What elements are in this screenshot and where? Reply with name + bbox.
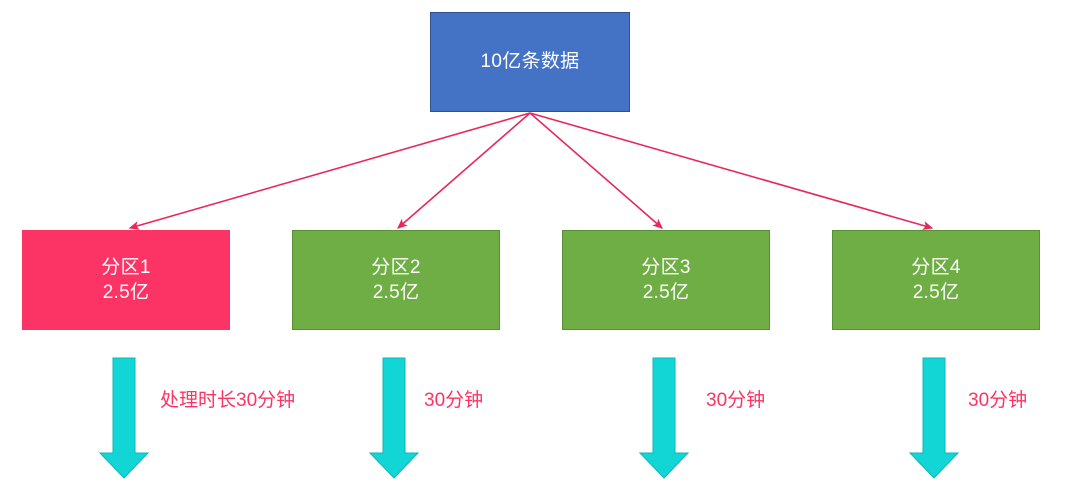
partition-name: 分区1 — [101, 256, 151, 278]
partition-box-3: 分区3 2.5亿 — [562, 230, 770, 330]
connector-arrow-to-partition-2 — [397, 112, 531, 229]
process-arrow-4 — [908, 357, 960, 479]
process-arrow-1 — [98, 357, 150, 479]
process-arrow-3 — [638, 357, 690, 479]
process-arrow-2 — [368, 357, 420, 479]
duration-label-1: 处理时长30分钟 — [160, 390, 296, 411]
partition-name: 分区3 — [641, 256, 691, 278]
partition-amount: 2.5亿 — [642, 282, 690, 303]
partition-box-4: 分区4 2.5亿 — [832, 230, 1040, 330]
duration-label-3: 30分钟 — [706, 390, 766, 411]
duration-label-4: 30分钟 — [968, 390, 1028, 411]
partition-amount: 2.5亿 — [372, 282, 420, 303]
source-data-box: 10亿条数据 — [430, 12, 630, 112]
partition-box-1: 分区1 2.5亿 — [22, 230, 230, 330]
source-data-label: 10亿条数据 — [480, 51, 580, 73]
partition-amount: 2.5亿 — [912, 282, 960, 303]
connector-arrows — [128, 112, 934, 230]
connector-arrow-to-partition-3 — [529, 112, 663, 229]
connector-arrow-to-partition-1 — [128, 112, 531, 230]
partition-box-2: 分区2 2.5亿 — [292, 230, 500, 330]
process-arrows — [98, 357, 960, 479]
connector-arrow-to-partition-4 — [529, 112, 934, 230]
partition-amount: 2.5亿 — [102, 282, 150, 303]
duration-label-2: 30分钟 — [424, 390, 484, 411]
partition-name: 分区4 — [911, 256, 961, 278]
partition-name: 分区2 — [371, 256, 421, 278]
